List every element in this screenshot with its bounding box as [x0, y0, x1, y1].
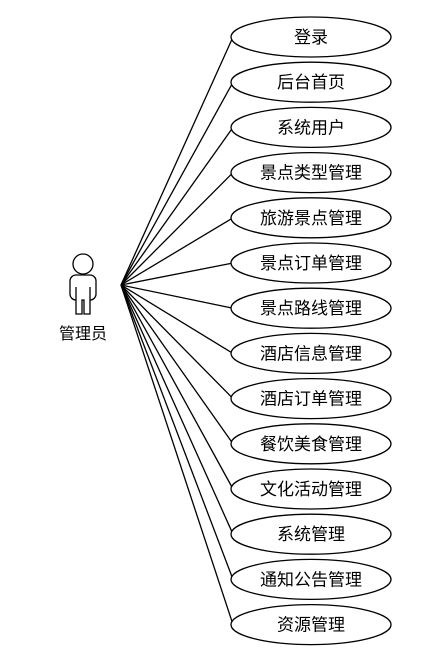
association-line: [120, 284, 234, 400]
use-case-ellipse: [230, 151, 392, 194]
use-case-label: 通知公告管理: [260, 570, 362, 590]
association-line: [120, 217, 234, 286]
use-case-label: 酒店信息管理: [260, 344, 362, 364]
use-case-label: 系统用户: [277, 118, 345, 138]
association-line: [120, 284, 234, 580]
use-case: 资源管理: [230, 603, 392, 646]
use-case: 景点类型管理: [230, 151, 392, 194]
use-case-label: 资源管理: [277, 616, 345, 636]
association-line: [120, 284, 234, 354]
use-case-ellipse: [230, 558, 392, 601]
use-case: 餐饮美食管理: [230, 423, 392, 465]
use-case-ellipse: [230, 287, 392, 329]
association-line: [120, 172, 234, 286]
use-case-ellipse: [230, 377, 392, 420]
use-case-ellipse: [230, 16, 392, 58]
use-cases: 登录后台首页系统用户景点类型管理旅游景点管理景点订单管理景点路线管理酒店信息管理…: [230, 16, 392, 646]
use-case-label: 旅游景点管理: [260, 209, 362, 229]
use-case-label: 景点路线管理: [260, 299, 362, 319]
use-case-label: 登录: [294, 28, 328, 48]
use-case: 酒店订单管理: [230, 377, 392, 420]
use-case-label: 系统管理: [277, 525, 345, 545]
use-case: 登录: [230, 16, 392, 58]
use-case-label: 酒店订单管理: [260, 390, 362, 410]
use-case: 酒店信息管理: [230, 332, 392, 375]
use-case: 景点路线管理: [230, 287, 392, 329]
use-case: 后台首页: [230, 61, 392, 103]
use-case-ellipse: [230, 423, 392, 465]
use-case: 文化活动管理: [230, 468, 392, 510]
use-case-ellipse: [230, 61, 392, 103]
use-case-ellipse: [230, 513, 392, 555]
association-line: [120, 284, 234, 490]
use-case-label: 餐饮美食管理: [260, 435, 362, 455]
use-case: 系统用户: [230, 106, 392, 149]
use-case: 旅游景点管理: [230, 197, 392, 239]
use-case-ellipse: [230, 603, 392, 646]
use-case: 通知公告管理: [230, 558, 392, 601]
use-case-label: 景点类型管理: [260, 164, 362, 184]
association-line: [120, 36, 234, 286]
use-case: 系统管理: [230, 513, 392, 555]
use-case-ellipse: [230, 468, 392, 510]
association-line: [120, 284, 234, 535]
association-line: [120, 284, 234, 309]
use-case-label: 文化活动管理: [260, 480, 362, 500]
association-line: [120, 81, 234, 286]
use-case-ellipse: [230, 242, 392, 284]
use-case-label: 景点订单管理: [260, 254, 362, 274]
use-case-ellipse: [230, 197, 392, 239]
use-case: 景点订单管理: [230, 242, 392, 284]
actor-admin: 管理员: [59, 253, 107, 343]
use-case-ellipse: [230, 106, 392, 149]
association-line: [120, 262, 234, 286]
association-lines: [120, 36, 234, 625]
use-case-label: 后台首页: [277, 73, 345, 93]
actor-label: 管理员: [59, 324, 107, 343]
association-line: [120, 284, 234, 445]
use-case-ellipse: [230, 332, 392, 375]
association-line: [120, 284, 234, 625]
association-line: [120, 127, 234, 286]
person-icon: [69, 253, 97, 315]
